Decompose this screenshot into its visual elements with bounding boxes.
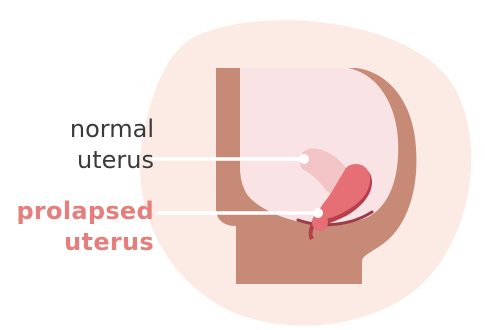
prolapsed-uterus-label: prolapsed uterus [16,196,154,258]
normal-uterus-label-line2: uterus [70,145,154,176]
normal-uterus-pointer-dot [299,154,309,164]
prolapsed-uterus-label-line1: prolapsed [16,196,154,227]
normal-uterus-label: normal uterus [70,114,154,176]
prolapsed-uterus-label-line2: uterus [16,227,154,258]
prolapsed-uterus-pointer-dot [313,208,323,218]
normal-uterus-label-line1: normal [70,114,154,145]
abdominal-cavity [240,68,398,225]
